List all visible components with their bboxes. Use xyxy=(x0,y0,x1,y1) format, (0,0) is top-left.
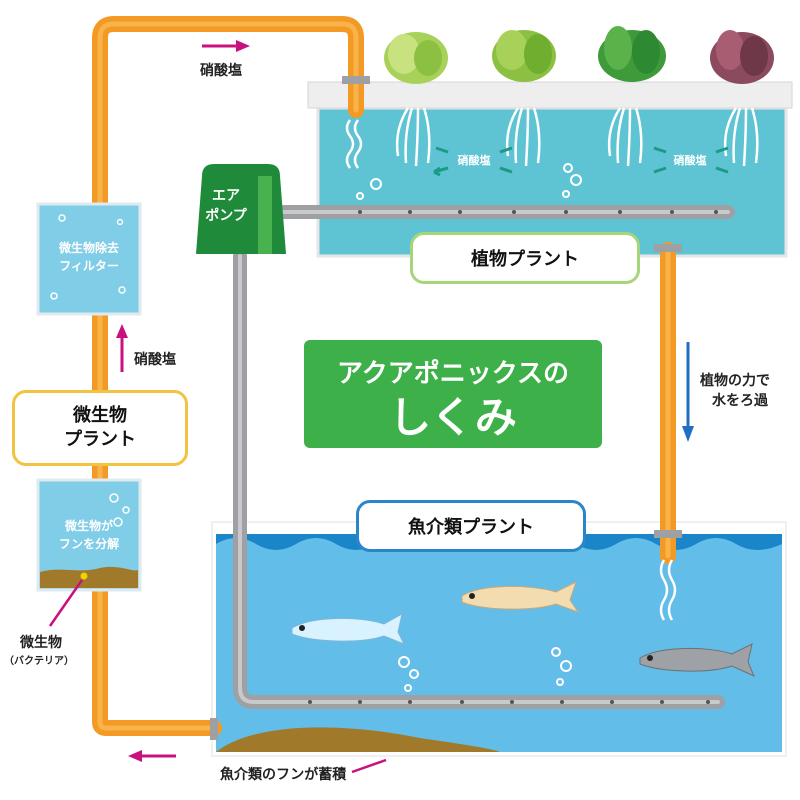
decomposer-label-2: フンを分解 xyxy=(59,536,119,551)
waste-sediment xyxy=(216,727,500,752)
lettuce-plant-3 xyxy=(598,26,666,82)
waste-label: 魚介類のフンが蓄積 xyxy=(220,767,347,783)
filtration-label-1: 植物の力で xyxy=(700,373,770,389)
waste-pointer xyxy=(351,758,387,774)
lettuce-plant-4 xyxy=(710,30,774,84)
air-pipe-holes xyxy=(308,210,718,704)
air-pump xyxy=(196,164,286,254)
fish-3 xyxy=(639,643,755,677)
lettuce-plant-2 xyxy=(492,30,556,82)
fish-tank xyxy=(211,521,787,757)
microbe-plant-label-1: 微生物 xyxy=(73,405,127,426)
bacteria-label-1: 微生物 xyxy=(20,635,62,651)
air-pump-label-2: ポンプ xyxy=(205,207,248,224)
fish-2 xyxy=(291,613,406,645)
title-panel xyxy=(304,340,602,448)
nitrate-label-tank-2: 硝酸塩 xyxy=(674,153,707,167)
fish-plant-label: 魚介類プラント xyxy=(356,500,586,552)
fish-1 xyxy=(461,581,580,613)
nitrate-label-top: 硝酸塩 xyxy=(200,63,242,79)
filter-box xyxy=(36,202,142,316)
bacteria-pointer xyxy=(48,579,84,627)
plant-plant-label: 植物プラント xyxy=(410,232,640,284)
plant-tank-bubbles xyxy=(356,163,582,200)
plant-tank xyxy=(307,81,793,258)
filtration-label-2: 水をろ過 xyxy=(712,393,768,409)
plant-roots xyxy=(395,107,759,167)
nitrate-label-tank-1: 硝酸塩 xyxy=(458,153,491,167)
nitrate-label-left: 硝酸塩 xyxy=(134,352,176,368)
lettuce-plant-1 xyxy=(384,32,448,84)
nitrate-uptake-arrows xyxy=(433,146,729,177)
bacteria-label-2: （バクテリア） xyxy=(4,656,74,667)
microbe-plant-label-2: プラント xyxy=(64,429,136,450)
title-line1: アクアポニックスの xyxy=(337,358,569,389)
filter-label-2: フィルター xyxy=(59,259,119,273)
title-line2: しくみ xyxy=(389,393,517,442)
decomposer-label-1: 微生物が xyxy=(64,518,113,533)
flow-arrows xyxy=(48,40,694,774)
microbe-plant-label: 微生物 プラント xyxy=(12,390,188,466)
plant-raft xyxy=(307,81,793,109)
fish-tank-bubbles xyxy=(398,647,572,692)
air-pump-label-1: エア xyxy=(212,188,240,204)
filter-label-1: 微生物除去 xyxy=(58,240,119,255)
water-outflow xyxy=(345,119,677,621)
decomposer-box xyxy=(36,478,142,592)
